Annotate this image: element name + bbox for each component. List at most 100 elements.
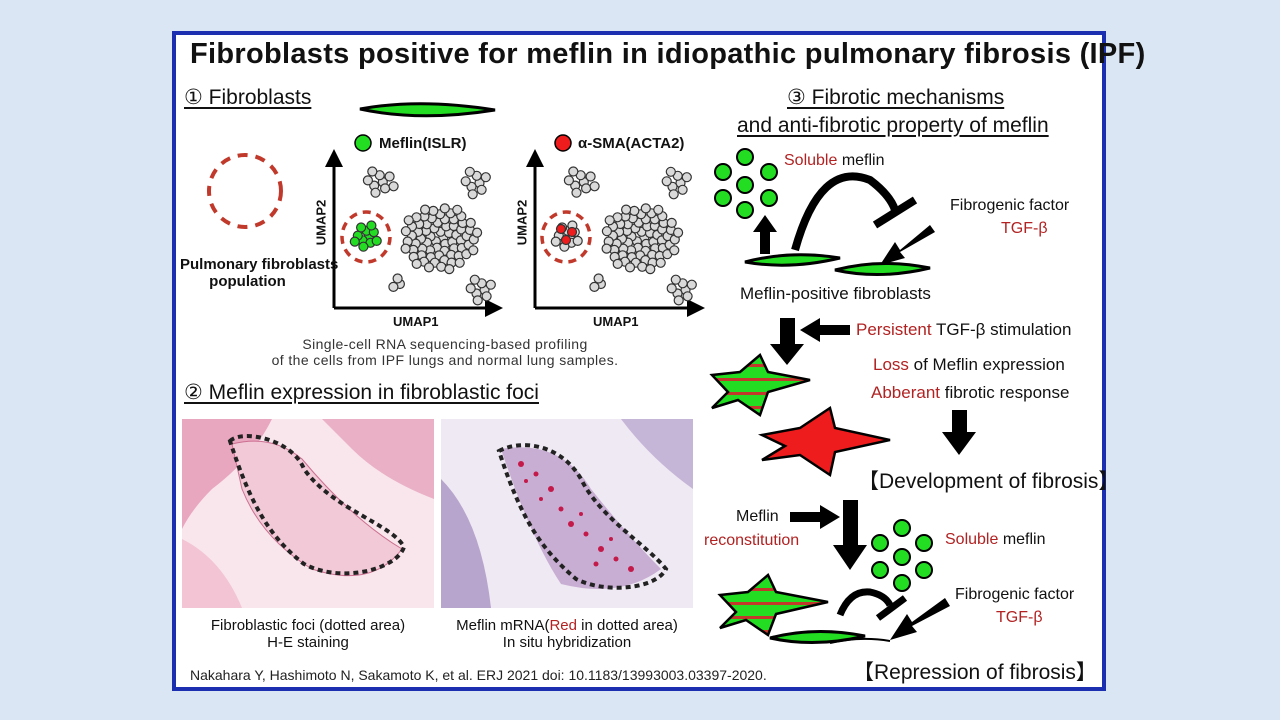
- population-label-line1: Pulmonary fibroblasts: [180, 256, 339, 273]
- umap-point: [420, 204, 431, 215]
- ish-caption-line2: In situ hybridization: [502, 634, 632, 651]
- umap-right-y-label: UMAP2: [514, 199, 530, 246]
- he-caption: Fibroblastic foci (dotted area) H-E stai…: [182, 617, 434, 651]
- umap-point: [563, 175, 575, 186]
- umap-point: [388, 281, 399, 292]
- in-situ-hybridization-image: [441, 419, 693, 608]
- asma-legend-dot: [554, 134, 572, 152]
- umap-point: [572, 235, 583, 246]
- umap-point: [589, 281, 600, 292]
- umap-point: [601, 243, 612, 254]
- fibroblast-cell-icon: [744, 253, 841, 267]
- umap-left-axes: [325, 149, 503, 317]
- tgf-arrow-icon: [890, 598, 950, 640]
- umap-point: [469, 274, 480, 285]
- umap-point: [673, 295, 684, 306]
- umap-point: [358, 241, 369, 252]
- development-label: 【Development of fibrosis】: [858, 470, 1120, 493]
- umap-point: [400, 243, 411, 254]
- fibroblast-cell-icon: [834, 262, 931, 276]
- umap-left-x-label: UMAP1: [393, 314, 439, 329]
- persistent-label: Persistent TGF-β stimulation: [856, 320, 1072, 339]
- umap-point: [629, 205, 640, 216]
- fibroblast-cell-icon: [359, 102, 496, 118]
- umap-point: [362, 175, 373, 186]
- umap-point: [655, 257, 666, 268]
- caption-line1: Single-cell RNA sequencing-based profili…: [302, 336, 588, 352]
- umap-point: [428, 205, 439, 216]
- umap-point: [601, 226, 613, 237]
- repression-label: 【Repression of fibrosis】: [853, 661, 1097, 684]
- umap-point: [472, 227, 483, 238]
- umap-point: [349, 236, 360, 247]
- umap-point: [467, 189, 478, 200]
- umap-point: [465, 217, 476, 228]
- umap-point: [624, 262, 636, 273]
- section1-caption: Single-cell RNA sequencing-based profili…: [250, 336, 640, 368]
- population-label: Pulmonary fibroblasts population: [180, 256, 339, 290]
- umap-point: [403, 215, 414, 226]
- figure-title: Fibroblasts positive for meflin in idiop…: [190, 38, 1146, 70]
- meflin-positive-label: Meflin-positive fibroblasts: [740, 284, 931, 303]
- umap-point: [589, 181, 600, 192]
- umap-point: [585, 171, 596, 182]
- umap-point: [669, 245, 680, 256]
- umap-point: [640, 203, 651, 214]
- umap-point: [476, 184, 487, 195]
- left-arrow-icon: [800, 318, 850, 342]
- umap-point: [452, 204, 463, 215]
- he-caption-line1: Fibroblastic foci (dotted area): [210, 617, 406, 634]
- caption-line2: of the cells from IPF lungs and normal l…: [271, 352, 619, 368]
- abberant-label: Abberant fibrotic response: [871, 383, 1070, 402]
- up-arrow-icon: [753, 215, 777, 254]
- population-label-line2: population: [209, 273, 286, 290]
- umap-point: [645, 264, 656, 275]
- soluble-meflin-dots-top: [714, 148, 778, 219]
- soluble-meflin-top: Soluble meflin: [784, 152, 885, 169]
- umap-right-dashed-cluster: [540, 210, 592, 264]
- umap-point: [604, 215, 615, 226]
- umap-point: [672, 227, 684, 238]
- umap-point: [356, 222, 367, 233]
- umap-point: [677, 184, 688, 195]
- umap-left-dashed-cluster: [340, 210, 392, 264]
- tgf-arrow-icon: [880, 225, 935, 265]
- umap-point: [480, 172, 491, 183]
- section3-heading-line1: ③ Fibrotic mechanisms: [787, 86, 1005, 109]
- soluble-meflin-bottom: Soluble meflin: [945, 531, 1046, 548]
- umap-point: [668, 189, 679, 200]
- umap-point: [661, 176, 672, 187]
- umap-point: [411, 258, 422, 269]
- umap-point: [371, 235, 382, 246]
- population-dashed-circle: [207, 153, 283, 229]
- inhibition-arrow-icon: [791, 172, 899, 252]
- down-arrow-icon: [942, 410, 976, 455]
- umap-point: [439, 203, 450, 214]
- umap-point: [593, 273, 604, 284]
- fibrogenic-factor-top: Fibrogenic factor: [950, 197, 1070, 214]
- section3-heading-line2: and anti-fibrotic property of meflin: [737, 114, 1049, 137]
- umap-left-points: [349, 166, 496, 306]
- soluble-meflin-dots-bottom: [871, 519, 933, 592]
- down-arrow-icon: [770, 318, 804, 365]
- umap-point: [444, 264, 455, 275]
- umap-point: [370, 187, 381, 198]
- umap-point: [367, 166, 378, 177]
- umap-point: [454, 257, 465, 268]
- umap-point: [682, 291, 693, 302]
- umap-point: [686, 279, 697, 290]
- citation: Nakahara Y, Hashimoto N, Sakamoto K, et …: [190, 667, 767, 683]
- umap-point: [580, 183, 592, 194]
- fibroblast-cell-icon: [829, 637, 891, 644]
- umap-point: [464, 166, 475, 177]
- umap-point: [550, 236, 561, 247]
- umap-left-legend: Meflin(ISLR): [379, 135, 467, 152]
- umap-point: [620, 204, 632, 215]
- meflin-label: Meflin: [736, 508, 779, 525]
- umap-point: [423, 262, 435, 273]
- umap-point: [388, 181, 399, 192]
- reconstitution-label: reconstitution: [704, 532, 800, 549]
- umap-point: [485, 279, 496, 290]
- tgf-beta-top: TGF-β: [1001, 220, 1048, 237]
- he-caption-line2: H-E staining: [267, 634, 349, 651]
